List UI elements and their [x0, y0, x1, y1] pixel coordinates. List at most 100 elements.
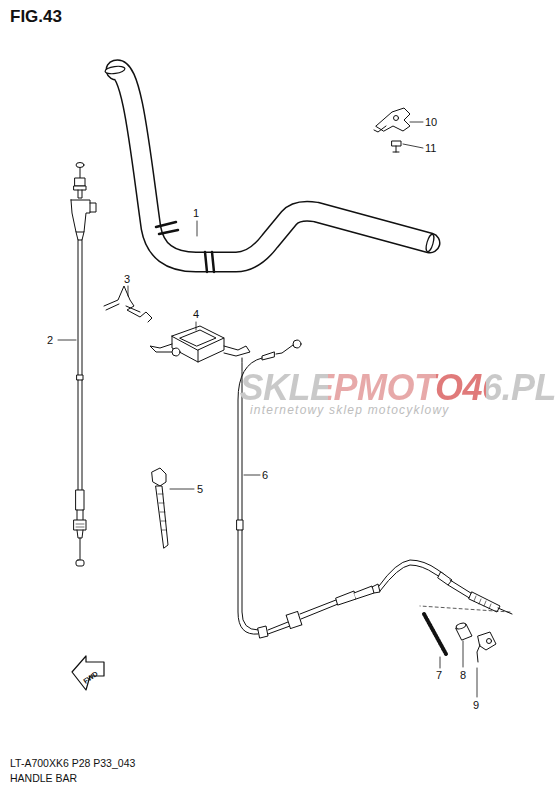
- callout-number: 7: [436, 670, 442, 681]
- throttle-cable-stroke: [78, 380, 82, 490]
- wire-clip: [104, 286, 152, 322]
- sleeve: [455, 622, 472, 667]
- cable-tie-stroke: [152, 468, 166, 486]
- handlebar-stroke: [116, 70, 430, 262]
- control-cable-stroke: [238, 530, 258, 634]
- control-cable-stroke: [244, 475, 260, 476]
- throttle-cable-stroke: [74, 520, 86, 530]
- bracket-and-bolt-stroke: [376, 108, 410, 131]
- throttle-cable-stroke: [80, 538, 81, 560]
- callout-number: 9: [473, 700, 479, 711]
- cable-tie-stroke: [156, 486, 168, 548]
- callout-number: 3: [124, 274, 130, 285]
- watermark: SKLEPMOTO46.PL: [240, 370, 556, 406]
- bracket-and-bolt-stroke: [403, 144, 423, 148]
- throttle-cable-stroke: [76, 560, 84, 566]
- cable-tie-stroke: [158, 494, 166, 530]
- control-cable-stroke: [268, 622, 290, 634]
- cable-holder-stroke: [180, 330, 216, 346]
- control-cable-stroke: [262, 352, 274, 360]
- handlebar-stroke: [116, 70, 430, 262]
- control-cable-stroke: [258, 626, 268, 638]
- handlebar-stroke: [205, 252, 214, 272]
- cable-tie-stroke: [170, 489, 194, 490]
- throttle-cable-stroke: [76, 490, 84, 510]
- sleeve-stroke: [463, 641, 464, 667]
- control-cable-stroke: [379, 560, 445, 586]
- bracket-and-bolt: [374, 108, 423, 152]
- throttle-cable-stroke: [90, 203, 96, 212]
- throttle-cable-stroke: [80, 168, 81, 178]
- control-cable-stroke: [372, 584, 380, 593]
- handlebar-stroke: [156, 222, 178, 234]
- callout-number: 2: [47, 335, 53, 346]
- callout-number: 1: [193, 208, 199, 219]
- throttle-cable-stroke: [58, 340, 76, 341]
- callout-number: 4: [193, 309, 199, 320]
- throttle-cable-stroke: [76, 163, 84, 168]
- handlebar-stroke: [105, 65, 126, 75]
- clip-stroke: [477, 668, 478, 697]
- spring: [424, 614, 446, 668]
- control-cable-stroke: [420, 606, 510, 612]
- throttle-cable-stroke: [78, 240, 82, 375]
- throttle-cable: [58, 163, 96, 567]
- wire-clip-stroke: [106, 304, 140, 312]
- control-cable-stroke: [438, 572, 452, 585]
- control-cable-stroke: [474, 596, 491, 609]
- handlebar-stroke: [197, 221, 198, 236]
- callout-number: 11: [425, 143, 436, 154]
- clip: [477, 632, 496, 697]
- watermark-subtitle: internetowy sklep motocyklowy: [250, 404, 450, 416]
- throttle-cable-stroke: [75, 178, 85, 186]
- control-cable-stroke: [293, 340, 301, 348]
- handlebar: [105, 65, 436, 272]
- throttle-cable-stroke: [76, 524, 84, 527]
- cable-holder: [150, 322, 250, 362]
- bracket-and-bolt-stroke: [410, 122, 423, 123]
- throttle-cable-stroke: [74, 186, 86, 190]
- control-cable-stroke: [498, 608, 512, 614]
- figure-title: FIG.43: [10, 8, 62, 25]
- cable-holder-stroke: [150, 344, 172, 352]
- cable-holder-stroke: [172, 326, 224, 350]
- callout-number: 6: [262, 470, 268, 481]
- spring-stroke: [440, 657, 441, 668]
- figure-code: LT-A700XK6 P28 P33_043: [10, 758, 135, 769]
- callout-number: 10: [425, 117, 437, 128]
- throttle-cable-stroke: [78, 190, 82, 198]
- wire-clip-stroke: [128, 286, 129, 296]
- figure-caption: HANDLE BAR: [10, 773, 77, 784]
- clip-stroke: [477, 645, 480, 662]
- throttle-cable-stroke: [77, 375, 83, 380]
- cable-holder-stroke: [172, 336, 224, 362]
- bracket-and-bolt-stroke: [392, 141, 401, 152]
- cable-holder-stroke: [196, 322, 197, 330]
- handlebar-stroke: [425, 234, 436, 253]
- clip-stroke: [487, 639, 492, 644]
- throttle-cable-stroke: [76, 232, 84, 240]
- cable-holder-stroke: [224, 346, 250, 356]
- cable-tie: [152, 468, 194, 548]
- spring-stroke: [424, 614, 446, 654]
- bracket-and-bolt-stroke: [374, 126, 386, 132]
- bracket-and-bolt-stroke: [394, 116, 399, 121]
- control-cable-stroke: [336, 591, 356, 605]
- control-cable-stroke: [380, 565, 442, 591]
- clip-stroke: [478, 632, 496, 650]
- cable-holder-stroke: [172, 348, 180, 356]
- control-cable-stroke: [237, 520, 243, 530]
- control-cable-stroke: [276, 345, 293, 354]
- control-cable-stroke: [300, 600, 338, 619]
- throttle-cable-stroke: [77, 530, 83, 538]
- callout-number: 5: [197, 484, 203, 495]
- throttle-cable-stroke: [71, 200, 90, 232]
- sleeve-stroke: [455, 622, 466, 630]
- throttle-cable-stroke: [77, 510, 83, 520]
- forward-arrow: [72, 656, 104, 690]
- wire-clip-stroke: [104, 286, 152, 322]
- callout-number: 8: [460, 670, 466, 681]
- control-cable-stroke: [469, 592, 500, 612]
- control-cable-stroke: [354, 586, 374, 599]
- forward-arrow-stroke: [72, 656, 104, 690]
